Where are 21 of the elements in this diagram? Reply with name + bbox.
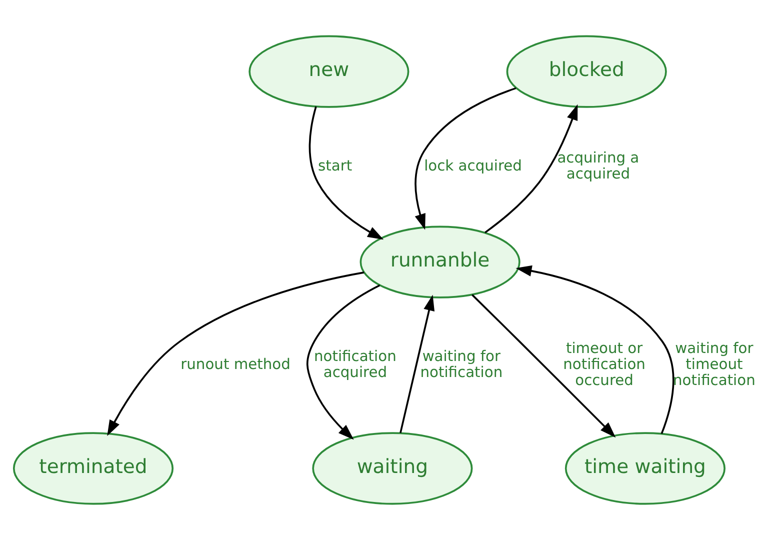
node-ellipse: waiting — [312, 432, 472, 505]
arrow — [308, 106, 384, 240]
edge-label: lock acquired — [424, 158, 522, 175]
arrow — [471, 294, 616, 438]
arrow — [484, 104, 578, 234]
node-ellipse: new — [248, 35, 409, 108]
arrow — [515, 265, 674, 434]
edge-label: acquiring a acquired — [556, 150, 639, 183]
edge-label: waiting for timeout notification — [672, 340, 755, 389]
edge-label: runout method — [180, 356, 290, 374]
edge-label: notification acquired — [314, 348, 396, 381]
arrow — [306, 284, 380, 440]
edge-label: start — [317, 158, 352, 175]
arrow — [399, 294, 434, 434]
arrow — [414, 87, 516, 230]
arrow — [106, 272, 364, 436]
edge-label: timeout or notification occured — [562, 340, 645, 389]
node-ellipse: blocked — [506, 35, 666, 108]
node-ellipse: terminated — [12, 432, 174, 505]
node-ellipse: time waiting — [564, 432, 725, 505]
edge-label: waiting for notification — [420, 348, 502, 381]
